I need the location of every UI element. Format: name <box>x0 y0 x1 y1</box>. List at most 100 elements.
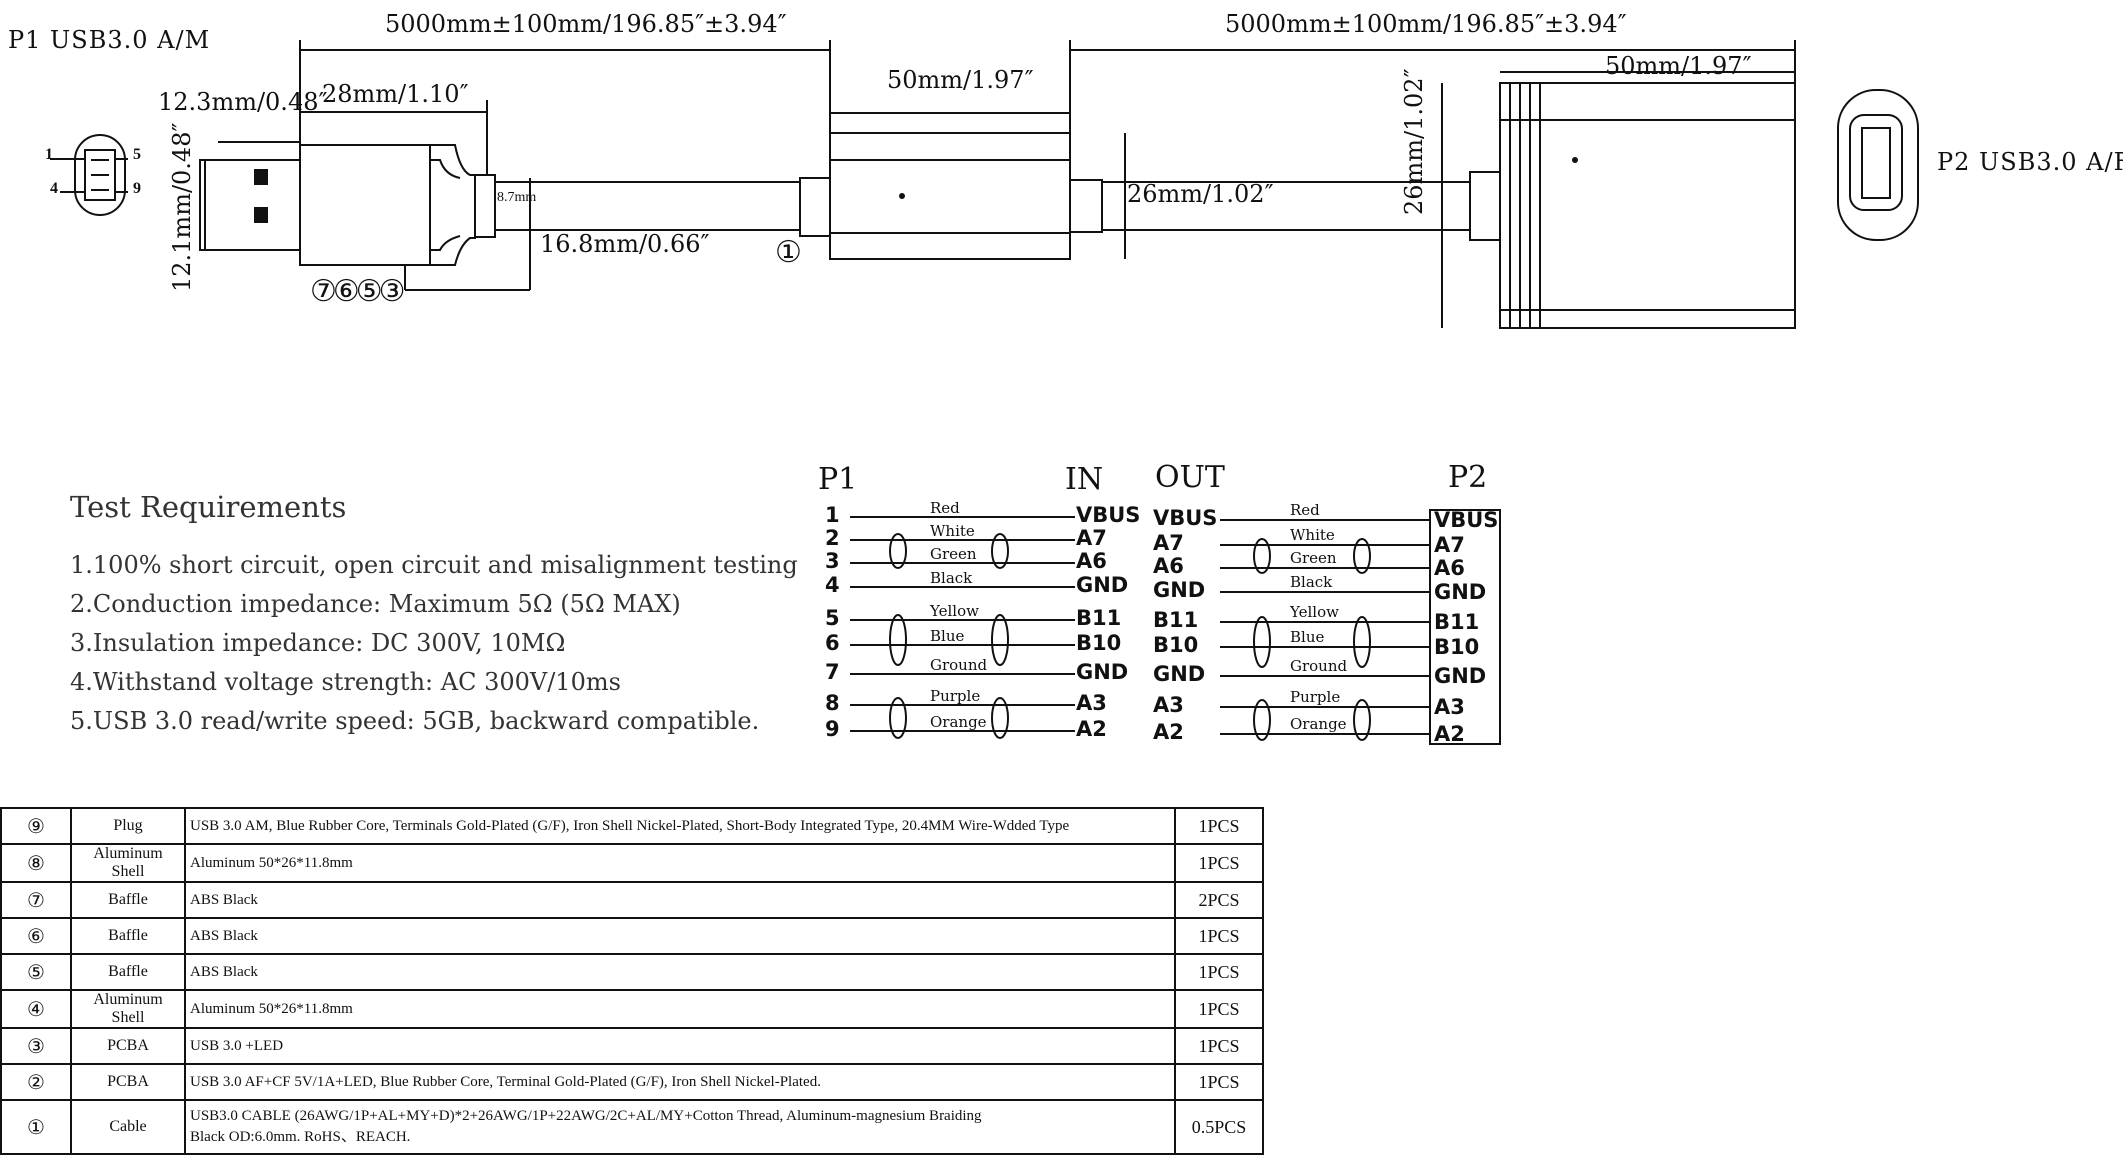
wiring-pin-number: 9 <box>825 717 840 741</box>
wiring-p2-signal: B11 <box>1434 610 1480 634</box>
bom-item-spec: ABS Black <box>184 917 1176 955</box>
bom-item-spec-line: USB3.0 CABLE (26AWG/1P+AL+MY+D)*2+26AWG/… <box>190 1108 982 1124</box>
bom-item-spec: USB 3.0 AF+CF 5V/1A+LED, Blue Rubber Cor… <box>184 1063 1176 1101</box>
wiring-in-signal: A6 <box>1076 549 1107 573</box>
bom-item-spec-line: ABS Black <box>190 963 258 980</box>
bom-item-spec: Aluminum 50*26*11.8mm <box>184 989 1176 1029</box>
dim-overall-left-label: 5000mm±100mm/196.85″±3.94″ <box>385 10 787 38</box>
bom-item-spec: USB3.0 CABLE (26AWG/1P+AL+MY+D)*2+26AWG/… <box>184 1099 1176 1155</box>
bom-item-name: Plug <box>70 807 186 845</box>
bom-item-name: Baffle <box>70 953 186 991</box>
bom-item-qty: 1PCS <box>1174 1063 1264 1101</box>
wiring-wire-color-out: Blue <box>1290 628 1325 646</box>
callout-pin9: 9 <box>133 180 141 197</box>
wiring-p2-signal: GND <box>1434 580 1487 604</box>
wiring-in-signal: GND <box>1076 573 1129 597</box>
wiring-p2-signal: B10 <box>1434 635 1480 659</box>
wiring-pin-number: 7 <box>825 660 840 684</box>
wiring-out-signal: A3 <box>1153 693 1184 717</box>
dim-middle-shell-height-label: 26mm/1.02″ <box>1127 180 1274 208</box>
wiring-wire-color-out: Purple <box>1290 688 1341 706</box>
bom-item-spec-line: ABS Black <box>190 891 258 908</box>
test-requirements-title: Test Requirements <box>70 490 347 524</box>
bom-item-number: ① <box>0 1099 72 1155</box>
p1-front-port <box>84 149 116 201</box>
bom-item-number: ⑦ <box>0 881 72 919</box>
wiring-lines <box>850 509 1501 745</box>
wiring-p2-header: P2 <box>1448 460 1488 495</box>
dim-plug-body-label: 28mm/1.10″ <box>322 80 469 108</box>
callout-cable: ① <box>775 236 802 269</box>
wiring-in-signal: GND <box>1076 660 1129 684</box>
wiring-wire-color: Ground <box>930 656 988 674</box>
wiring-out-signal: A6 <box>1153 554 1184 578</box>
wiring-out-signal: B11 <box>1153 608 1199 632</box>
wiring-wire-color-out: Green <box>1290 549 1337 567</box>
requirement-item: 3.Insulation impedance: DC 300V, 10MΩ <box>70 629 566 657</box>
wiring-p2-signal: A6 <box>1434 556 1465 580</box>
p1-plug-body <box>299 144 431 266</box>
callout-plug-parts: ⑦⑥⑤③ <box>310 275 406 308</box>
wiring-pin-number: 3 <box>825 549 840 573</box>
wiring-out-signal: GND <box>1153 662 1206 686</box>
p2-label: P2 USB3.0 A/F <box>1937 148 2123 176</box>
bom-item-spec: Aluminum 50*26*11.8mm <box>184 843 1176 883</box>
p1-front-outline <box>74 134 126 216</box>
wiring-wire-color-out: Red <box>1290 501 1320 519</box>
callout-pin4: 4 <box>50 180 58 197</box>
wiring-p2-signal: A3 <box>1434 695 1465 719</box>
p1-plug-tongue <box>199 159 301 251</box>
dim-plug-height-label: 12.1mm/0.48″ <box>168 122 196 292</box>
wiring-wire-color: Purple <box>930 687 981 705</box>
wiring-in-signal: B11 <box>1076 606 1122 630</box>
bom-item-name: PCBA <box>70 1027 186 1065</box>
bom-item-number: ④ <box>0 989 72 1029</box>
bom-item-spec-line: USB 3.0 +LED <box>190 1037 284 1054</box>
wiring-pin-number: 5 <box>825 606 840 630</box>
bom-item-qty: 1PCS <box>1174 843 1264 883</box>
bom-item-spec-line: USB 3.0 AM, Blue Rubber Core, Terminals … <box>190 817 1070 834</box>
dim-plug-width-label: 12.3mm/0.48″ <box>158 88 328 116</box>
requirement-item: 1.100% short circuit, open circuit and m… <box>70 551 798 579</box>
dim-middle-shell-length-label: 50mm/1.97″ <box>887 66 1034 94</box>
bom-item-number: ⑤ <box>0 953 72 991</box>
bom-item-name: PCBA <box>70 1063 186 1101</box>
wiring-in-header: IN <box>1065 462 1104 497</box>
wiring-out-signal: A2 <box>1153 720 1184 744</box>
wiring-in-signal: A2 <box>1076 717 1107 741</box>
wiring-pin-number: 1 <box>825 503 840 527</box>
wiring-in-signal: B10 <box>1076 631 1122 655</box>
dim-cable-od-label: 8.7mm <box>497 190 537 205</box>
callout-pin5: 5 <box>133 146 141 163</box>
requirement-item: 2.Conduction impedance: Maximum 5Ω (5Ω M… <box>70 590 681 618</box>
bom-item-qty: 1PCS <box>1174 1027 1264 1065</box>
callout-pin1: 1 <box>45 146 53 163</box>
bom-item-spec-line: ABS Black <box>190 927 258 944</box>
wiring-wire-color-out: Orange <box>1290 715 1347 733</box>
wiring-p2-signal: A2 <box>1434 722 1465 746</box>
p1-label: P1 USB3.0 A/M <box>8 26 211 54</box>
bom-item-spec: USB 3.0 +LED <box>184 1027 1176 1065</box>
wiring-wire-color-out: Yellow <box>1290 603 1339 621</box>
bom-item-name: Baffle <box>70 881 186 919</box>
wiring-out-signal: A7 <box>1153 531 1184 555</box>
bom-item-qty: 0.5PCS <box>1174 1099 1264 1155</box>
wiring-wire-color: Orange <box>930 713 987 731</box>
bom-item-spec: USB 3.0 AM, Blue Rubber Core, Terminals … <box>184 807 1176 845</box>
bom-item-number: ⑨ <box>0 807 72 845</box>
dim-overall-right-label: 5000mm±100mm/196.85″±3.94″ <box>1225 10 1627 38</box>
wiring-wire-color: Blue <box>930 627 965 645</box>
wiring-wire-color-out: Black <box>1290 573 1333 591</box>
wiring-p2-signal: GND <box>1434 664 1487 688</box>
bom-item-spec-line: USB 3.0 AF+CF 5V/1A+LED, Blue Rubber Cor… <box>190 1073 821 1090</box>
wiring-in-signal: VBUS <box>1076 503 1141 527</box>
bom-item-name: Baffle <box>70 917 186 955</box>
bom-item-number: ⑧ <box>0 843 72 883</box>
